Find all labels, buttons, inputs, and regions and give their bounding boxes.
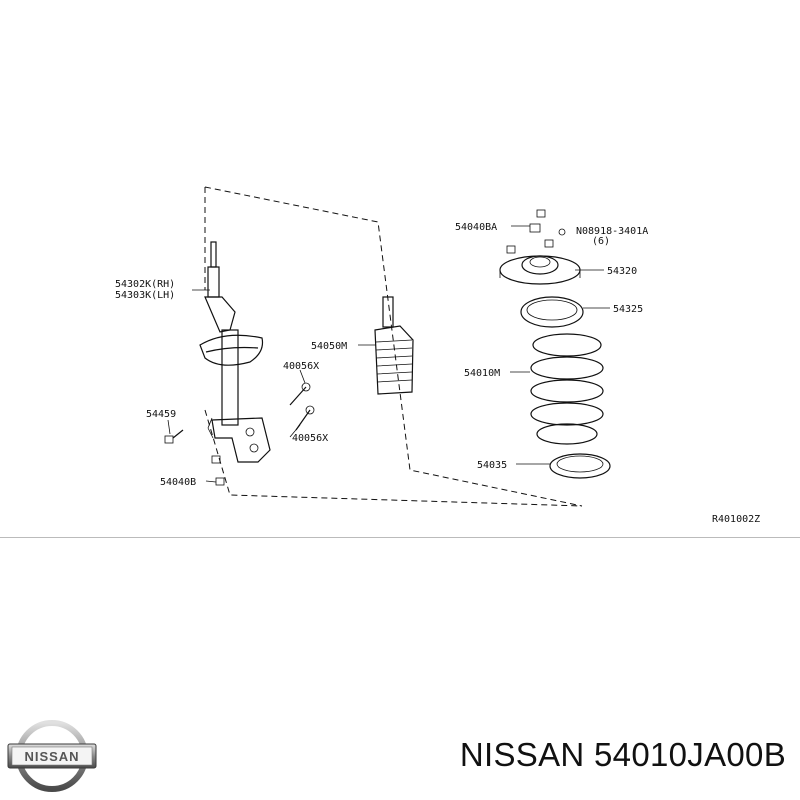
leader-lines: [167, 225, 610, 483]
nut-54040ba: [506, 209, 566, 254]
bound-bumper: [374, 296, 414, 395]
nissan-logo-icon: NISSAN: [7, 720, 97, 792]
label-ref-code: R401002Z: [712, 514, 760, 525]
label-seat: 54035: [477, 460, 507, 471]
label-bound-bumper: 54050M: [311, 341, 347, 352]
label-bolt-lower: 40056X: [292, 433, 328, 444]
label-strut-rh: 54302K(RH): [115, 279, 175, 290]
label-bolt-small: 54459: [146, 409, 176, 420]
label-bearing: 54325: [613, 304, 643, 315]
coil-spring: [530, 333, 604, 445]
group-outline: [204, 186, 583, 507]
label-mount-insulator: 54320: [607, 266, 637, 277]
part-number-caption: NISSAN 54010JA00B: [459, 736, 786, 773]
section-divider: [0, 537, 800, 538]
label-coil-spring: 54010M: [464, 368, 500, 379]
bolt-54459: [164, 429, 184, 444]
logo-text: NISSAN: [24, 749, 79, 764]
spring-seat: [549, 453, 611, 479]
label-nut-spec: N08918-3401A: [576, 226, 648, 237]
label-bolt-upper: 40056X: [283, 361, 319, 372]
label-nut-lower: 54040B: [160, 477, 196, 488]
parts-diagram: 54302K(RH) 54303K(LH) 40056X 40056X 5445…: [115, 186, 760, 525]
bolt-40056x-upper: [289, 382, 311, 406]
top-mount-insulator: [499, 255, 581, 285]
label-nut-qty: (6): [592, 236, 610, 247]
label-strut-lh: 54303K(LH): [115, 290, 175, 301]
label-nut-upper: 54040BA: [455, 222, 497, 233]
strut-assembly: [199, 241, 271, 463]
strut-bearing: [520, 296, 584, 328]
nut-54040b: [211, 455, 225, 486]
